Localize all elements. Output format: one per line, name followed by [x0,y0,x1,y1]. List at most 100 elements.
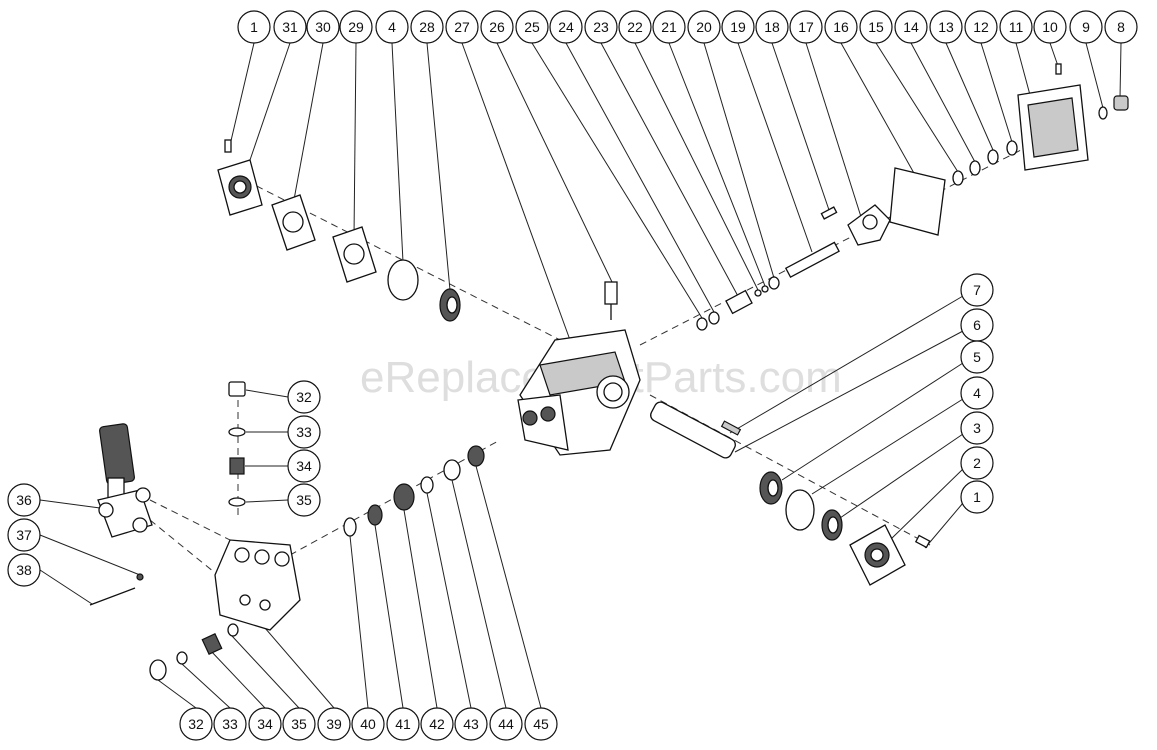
callout-number: 36 [16,492,32,508]
leader-line [181,663,231,709]
callout-number: 30 [315,19,331,35]
callout-number: 18 [764,19,780,35]
callout-top_row-27: 27 [445,10,479,44]
leader-line [229,42,255,146]
callout-top_row-10: 10 [1033,10,1067,44]
callout-bottom_row-34: 34 [248,707,282,741]
part-bearing-cover-2 [849,524,931,586]
leader-line [426,42,451,291]
callout-number: 20 [696,19,712,35]
callout-number: 42 [429,716,445,732]
callout-top_row-12: 12 [964,10,998,44]
leader-line [451,479,507,709]
callout-number: 40 [360,716,376,732]
callout-top_row-19: 19 [721,10,755,44]
callout-top_row-17: 17 [789,10,823,44]
leader-line [729,295,964,434]
part-dipstick [604,281,618,320]
callout-number: 33 [296,424,312,440]
callout-number: 1 [973,489,981,505]
callout-number: 28 [419,19,435,35]
callout-number: 15 [868,19,884,35]
leader-line [403,509,438,709]
leader-line [245,499,289,503]
callout-top_row-13: 13 [929,10,963,44]
part-rear-cover [217,139,263,216]
callout-bottom_row-42: 42 [420,707,454,741]
leader-line [349,535,369,709]
callout-number: 5 [973,349,981,365]
callout-number: 34 [257,716,273,732]
callout-number: 43 [463,716,479,732]
callout-right_column-7: 7 [960,273,994,307]
callout-top_row-20: 20 [687,10,721,44]
leader-line [600,42,740,299]
leader-line [839,433,964,519]
callout-bottom_row-41: 41 [386,707,420,741]
callout-top_row-9: 9 [1069,10,1103,44]
callout-top_row-25: 25 [515,10,549,44]
callout-top_row-31: 31 [273,10,307,44]
callout-right_column-1: 1 [960,480,994,514]
leader-line [910,42,976,163]
callout-number: 32 [296,389,312,405]
leader-line [840,42,916,176]
leader-line [157,679,197,709]
callout-number: 38 [16,562,32,578]
leader-line [531,42,703,319]
leader-line [805,42,863,221]
callout-left_column-36: 36 [7,483,41,517]
leader-line [734,330,964,453]
leader-line [249,42,291,161]
leader-line [771,42,830,211]
leader-line [209,649,266,709]
part-oil-seal-3 [821,509,843,541]
callout-number: 35 [291,716,307,732]
part-cover-11 [1017,63,1089,171]
leader-line [264,627,335,709]
callout-number: 6 [973,317,981,333]
callout-valve_labels-32: 32 [287,380,321,414]
leader-line [781,362,964,481]
callout-number: 17 [798,19,814,35]
part-valve-stack-lower [149,623,239,681]
callout-number: 3 [973,420,981,436]
callout-number: 33 [222,716,238,732]
callout-left_column-38: 38 [7,553,41,587]
part-unloader-valve [97,423,153,538]
part-plugs-9-8 [1098,95,1129,120]
callout-right_column-6: 6 [960,308,994,342]
callout-number: 10 [1042,19,1058,35]
leader-line [565,42,715,313]
callout-top_row-29: 29 [339,10,373,44]
callout-number: 4 [388,19,396,35]
part-seals-25-21 [696,276,780,331]
callout-number: 19 [730,19,746,35]
callout-number: 27 [454,19,470,35]
leader-line [634,42,759,291]
callout-valve_labels-35: 35 [287,483,321,517]
callout-number: 8 [1117,19,1125,35]
leader-line [374,524,404,709]
leader-line [737,42,813,253]
callout-number: 37 [16,527,32,543]
callout-right_column-3: 3 [960,411,994,445]
callout-number: 16 [833,19,849,35]
leader-line [1085,42,1104,109]
leader-line [475,465,542,709]
callout-top_row-30: 30 [306,10,340,44]
callout-top_row-28: 28 [410,10,444,44]
callout-valve_labels-33: 33 [287,415,321,449]
leader-line [889,468,964,541]
leader-line [426,492,472,709]
callout-top_row-11: 11 [999,10,1033,44]
callout-number: 22 [627,19,643,35]
callout-number: 11 [1009,19,1024,35]
callout-right_column-2: 2 [960,446,994,480]
part-crankcase [517,329,641,456]
callout-number: 9 [1082,19,1090,35]
callout-left_column-37: 37 [7,518,41,552]
part-gasket-30 [271,194,316,251]
part-rear-gasket-16 [889,167,946,236]
